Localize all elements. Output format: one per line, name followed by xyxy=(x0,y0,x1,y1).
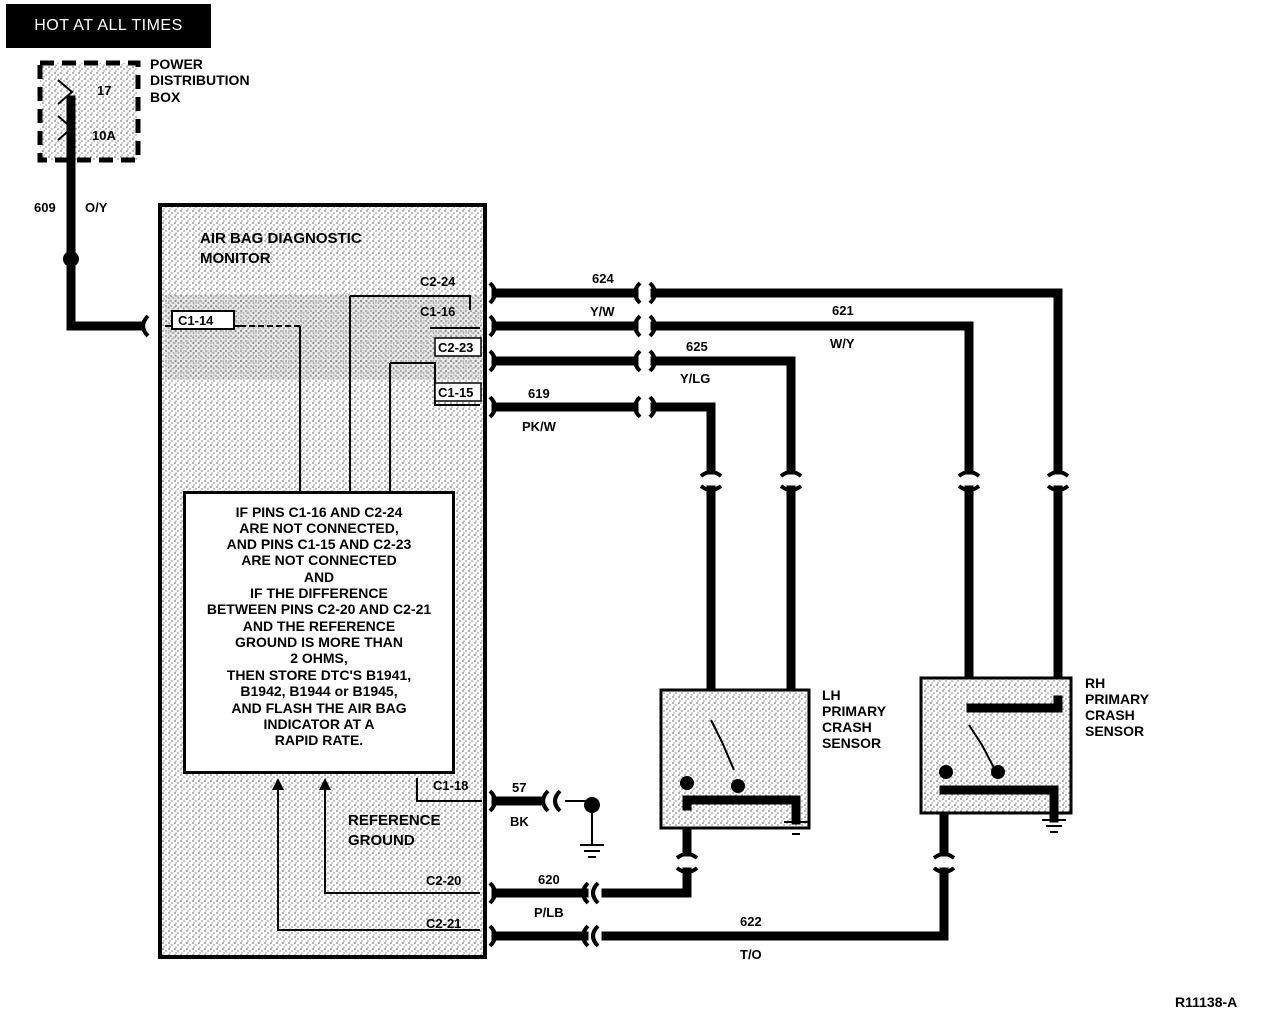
note-line: GROUND IS MORE THAN xyxy=(235,634,403,650)
note-line: AND FLASH THE AIR BAG xyxy=(231,700,407,716)
diagnostic-logic-note: IF PINS C1-16 AND C2-24 ARE NOT CONNECTE… xyxy=(183,491,455,774)
internal-line-c1-18 xyxy=(416,778,482,802)
module-title-1: AIR BAG DIAGNOSTIC xyxy=(200,230,362,247)
note-line: ARE NOT CONNECTED, xyxy=(239,520,399,536)
note-line: RAPID RATE. xyxy=(274,732,364,748)
wire-624-circuit: 624 xyxy=(592,271,614,286)
wire-57-color: BK xyxy=(510,814,529,829)
wire-625-b xyxy=(650,356,796,475)
hot-at-all-times-header: HOT AT ALL TIMES xyxy=(6,4,211,48)
wire-609-color: O/Y xyxy=(85,200,108,215)
internal-line-c2-21 xyxy=(277,780,480,931)
pin-c2-21: C2-21 xyxy=(426,916,461,931)
power-distribution-box: 17 10A xyxy=(37,60,141,163)
power-box-label-1: POWER xyxy=(150,56,203,72)
wire-621-b xyxy=(650,321,974,475)
note-line: AND PINS C1-15 AND C2-23 xyxy=(226,536,412,552)
wire-609-circuit: 609 xyxy=(34,200,56,215)
wire-625-c xyxy=(705,485,796,720)
wire-620-circuit: 620 xyxy=(538,872,560,887)
fuse-number: 17 xyxy=(97,83,111,98)
pin-c2-23: C2-23 xyxy=(438,340,473,355)
wire-622-color: T/O xyxy=(740,947,762,962)
power-box-label-2: DISTRIBUTION xyxy=(150,72,250,88)
lh-sensor-label-2: PRIMARY xyxy=(822,703,887,719)
note-line: IF PINS C1-16 AND C2-24 xyxy=(235,504,403,520)
rh-sensor-label-1: RH xyxy=(1085,675,1105,691)
pin-c1-18: C1-18 xyxy=(433,778,468,793)
rh-sensor-label-3: CRASH xyxy=(1085,707,1135,723)
wire-622-b xyxy=(601,867,949,941)
lh-sensor-label-1: LH xyxy=(822,687,841,703)
pin-c1-15: C1-15 xyxy=(438,385,473,400)
module-shading xyxy=(165,295,481,380)
note-line: AND xyxy=(303,569,335,585)
wire-622-circuit: 622 xyxy=(740,914,762,929)
note-line: ARE NOT CONNECTED xyxy=(241,552,397,568)
note-line: 2 OHMS, xyxy=(290,650,348,666)
note-line: B1942, B1944 or B1945, xyxy=(240,683,398,699)
connector-c1-14 xyxy=(141,314,150,338)
fuse-rating: 10A xyxy=(92,128,116,143)
pin-c1-16: C1-16 xyxy=(420,304,455,319)
power-box-label-3: BOX xyxy=(150,89,181,105)
ground-symbol-module xyxy=(580,844,604,858)
rh-sensor-label-2: PRIMARY xyxy=(1085,691,1150,707)
internal-line-c2-20 xyxy=(324,780,480,894)
pin-c2-20: C2-20 xyxy=(426,873,461,888)
wire-57-circuit: 57 xyxy=(512,780,526,795)
reference-ground-label-2: GROUND xyxy=(348,832,415,849)
rh-primary-crash-sensor xyxy=(919,676,1073,833)
note-line: AND THE REFERENCE xyxy=(242,618,396,634)
reference-ground-label-1: REFERENCE xyxy=(348,812,441,829)
ground-symbol-lh xyxy=(784,821,808,835)
note-line: IF THE DIFFERENCE xyxy=(250,585,388,601)
header-label: HOT AT ALL TIMES xyxy=(34,17,183,34)
pin-c2-24: C2-24 xyxy=(420,274,456,289)
wire-620-color: P/LB xyxy=(534,905,564,920)
wire-619-circuit: 619 xyxy=(528,386,550,401)
lh-sensor-label-4: SENSOR xyxy=(822,735,881,751)
wire-619-color: PK/W xyxy=(522,419,557,434)
wire-625-color: Y/LG xyxy=(680,371,710,386)
lh-sensor-label-3: CRASH xyxy=(822,719,872,735)
wire-624-b xyxy=(650,288,1063,475)
splice-dot xyxy=(63,251,79,267)
ground-symbol-rh xyxy=(1042,819,1066,833)
pin-c1-14: C1-14 xyxy=(178,313,214,328)
wire-609 xyxy=(66,95,145,331)
internal-line-c2-24 xyxy=(350,295,471,310)
figure-id: R11138-A xyxy=(1175,994,1237,1010)
note-line: THEN STORE DTC'S B1941, xyxy=(226,667,412,683)
wire-620-b xyxy=(601,867,692,898)
wire-621-color: W/Y xyxy=(830,336,855,351)
note-line: BETWEEN PINS C2-20 AND C2-21 xyxy=(206,601,432,617)
note-line: INDICATOR AT A xyxy=(263,716,375,732)
wire-625-circuit: 625 xyxy=(686,339,708,354)
wire-619-b xyxy=(650,402,716,475)
module-title-2: MONITOR xyxy=(200,250,271,267)
inline-connectors xyxy=(488,281,1070,948)
wire-621-circuit: 621 xyxy=(832,303,854,318)
rh-sensor-label-4: SENSOR xyxy=(1085,723,1144,739)
wire-624-color: Y/W xyxy=(590,304,615,319)
lh-primary-crash-sensor xyxy=(659,688,811,835)
